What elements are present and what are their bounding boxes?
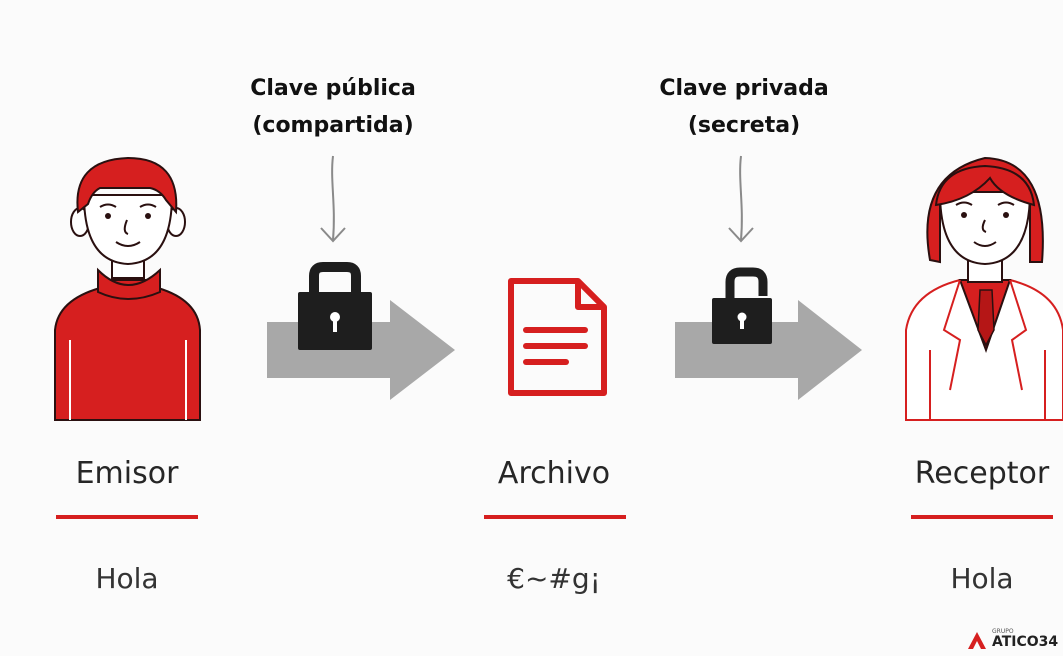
private-key-title: Clave privada	[659, 76, 829, 101]
private-key-label: Clave privada (secreta)	[624, 70, 864, 144]
public-key-down-arrow-icon	[320, 155, 346, 243]
file-message: €~#g¡	[507, 562, 601, 595]
public-key-note: (compartida)	[252, 113, 414, 138]
file-divider	[484, 515, 626, 519]
logo-name: ATICO34	[992, 634, 1059, 650]
sender-divider	[56, 515, 198, 519]
logo-small-text: GRUPO	[992, 628, 1014, 635]
public-key-title: Clave pública	[250, 76, 416, 101]
receiver-divider	[911, 515, 1053, 519]
closed-padlock-icon	[298, 262, 372, 350]
public-key-label: Clave pública (compartida)	[213, 70, 453, 144]
private-key-note: (secreta)	[687, 113, 801, 138]
logo-mark-icon	[968, 632, 986, 649]
receiver-title: Receptor	[914, 456, 1050, 491]
sender-message: Hola	[95, 562, 159, 595]
document-icon	[508, 278, 607, 396]
receiver-person-icon	[905, 156, 1063, 421]
sender-title: Emisor	[75, 456, 179, 491]
receiver-message: Hola	[950, 562, 1014, 595]
private-key-down-arrow-icon	[728, 155, 754, 243]
file-title: Archivo	[497, 456, 611, 491]
open-padlock-icon	[712, 267, 772, 344]
sender-person-icon	[54, 156, 201, 421]
brand-logo: GRUPO ATICO34	[966, 628, 1060, 652]
